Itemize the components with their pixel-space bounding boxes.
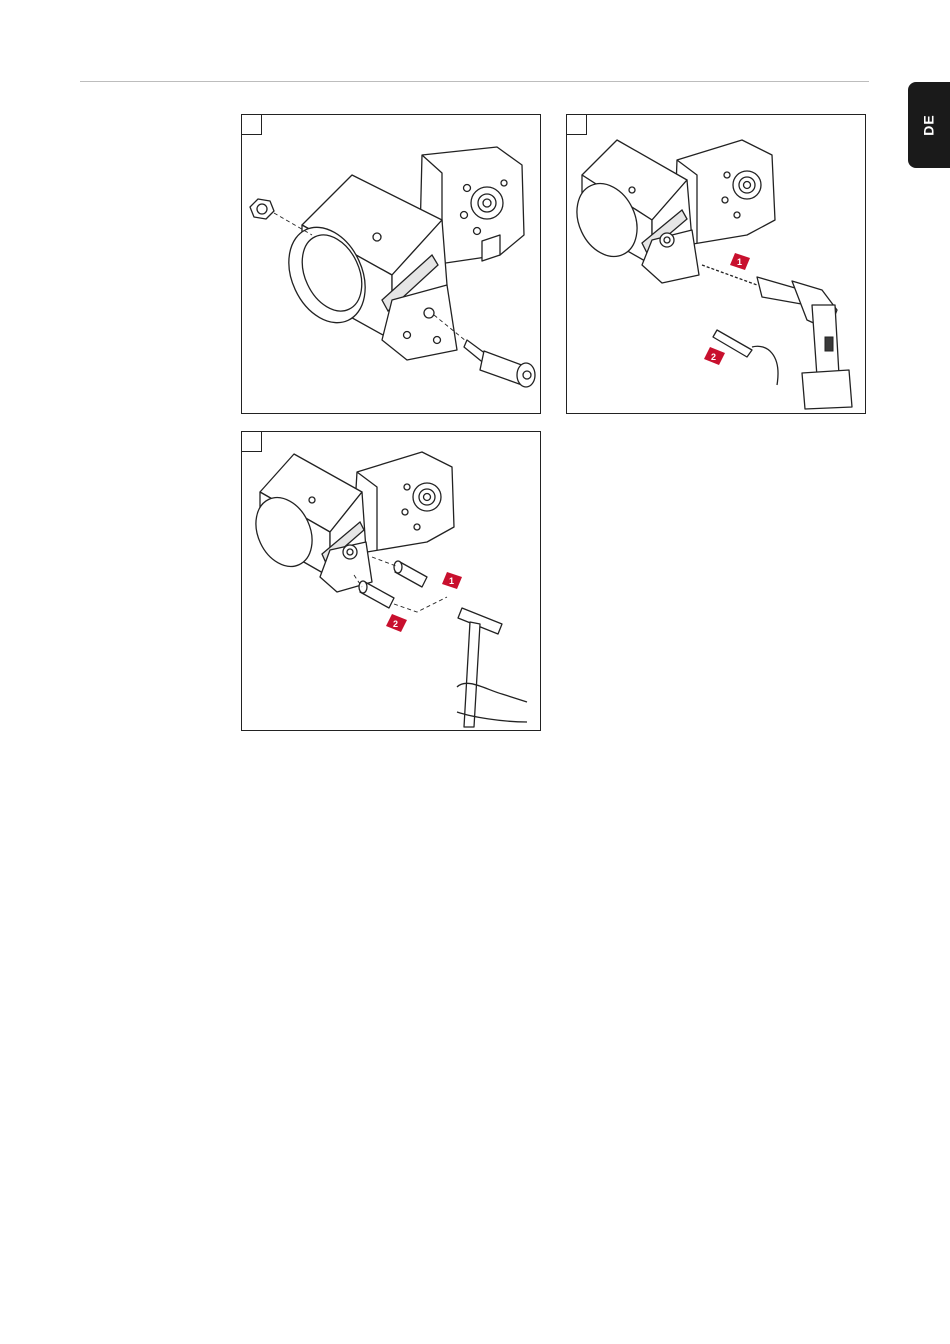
language-tab-label: DE — [921, 114, 937, 135]
illustration-insert-pins: 1 2 — [242, 432, 542, 732]
callout-2: 2 — [393, 619, 398, 629]
illustration-drill-hole: 1 2 — [567, 115, 867, 415]
callout-1: 1 — [737, 257, 742, 267]
illustration-remove-bolt — [242, 115, 542, 415]
figure-step-2: 1 2 — [566, 114, 866, 414]
step-number-box-1 — [242, 115, 262, 135]
language-tab: DE — [908, 82, 950, 168]
callout-1: 1 — [449, 576, 454, 586]
header-rule — [80, 81, 869, 82]
step-number-box-3 — [242, 432, 262, 452]
callout-2: 2 — [711, 352, 716, 362]
figure-step-3: 1 2 — [241, 431, 541, 731]
figure-step-1 — [241, 114, 541, 414]
step-number-box-2 — [567, 115, 587, 135]
